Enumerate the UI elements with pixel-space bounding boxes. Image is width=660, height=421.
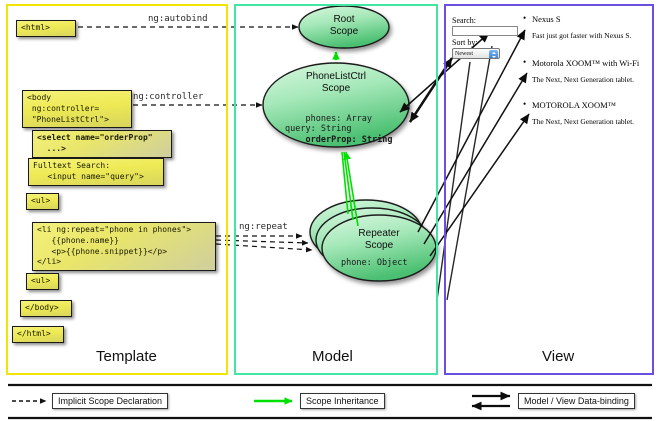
repeater-scope-title-line1: Repeater bbox=[358, 228, 400, 239]
ul-close-box: <ul> bbox=[26, 273, 59, 290]
edge-label-ng-repeat: ng:repeat bbox=[239, 222, 288, 232]
edge-label-ng-controller: ng:controller bbox=[133, 92, 204, 102]
repeater-scope-stack bbox=[309, 199, 437, 282]
ul-open-box: <ul> bbox=[26, 193, 59, 210]
root-scope-title-line1: Root bbox=[333, 14, 355, 25]
phone-snippet: Fast just got faster with Nexus S. bbox=[532, 31, 632, 40]
sort-select-value: Newest bbox=[455, 51, 473, 57]
body-box: <body ng:controller= "PhoneListCtrl"> bbox=[22, 90, 132, 129]
repeater-scope-title-line2: Scope bbox=[364, 239, 394, 251]
phonelistctrl-scope-title: PhoneListCtrl Scope bbox=[286, 71, 386, 94]
edge-scope-inheritance-repeater bbox=[341, 151, 359, 227]
panel-model bbox=[234, 4, 438, 375]
sort-select[interactable]: Newest bbox=[452, 48, 500, 59]
edge-ng-repeat bbox=[215, 233, 313, 253]
legend-separator bbox=[8, 383, 652, 420]
li-repeat-box: <li ng:repeat="phone in phones"> {{phone… bbox=[32, 222, 216, 272]
edge-binding-phone-2 bbox=[423, 72, 528, 245]
body-close-box: </body> bbox=[20, 300, 72, 317]
select-box: <select name="orderProp" ...> bbox=[32, 130, 172, 158]
phonelistctrl-scope-title-line2: Scope bbox=[321, 82, 351, 94]
phone-title: MOTOROLA XOOM™ bbox=[523, 99, 616, 110]
panel-label-view: View bbox=[542, 348, 575, 365]
edge-binding-phone-1 bbox=[417, 29, 526, 233]
phonelistctrl-scope-title-line1: PhoneListCtrl bbox=[305, 71, 367, 82]
legend-item-implicit-scope-declaration: Implicit Scope Declaration bbox=[52, 393, 169, 409]
phonelistctrl-scope-props-normal: phones: Array query: String bbox=[285, 113, 373, 135]
panel-label-model: Model bbox=[312, 348, 353, 365]
edge-label-ng-autobind: ng:autobind bbox=[148, 14, 208, 24]
phonelistctrl-scope-props-bold: orderProp: String bbox=[305, 134, 393, 145]
phone-title: Motorola XOOM™ with Wi-Fi bbox=[523, 57, 639, 68]
panel-label-template: Template bbox=[96, 348, 157, 365]
html-close-box: </html> bbox=[12, 326, 64, 343]
sort-label: Sort by: bbox=[452, 38, 478, 47]
panel-template bbox=[6, 4, 228, 375]
root-scope-ellipse bbox=[298, 5, 390, 49]
repeater-scope-title: Repeater Scope bbox=[339, 228, 419, 251]
panel-view bbox=[444, 4, 654, 375]
search-label: Search: bbox=[452, 16, 476, 25]
legend-glyph-double-arrow bbox=[471, 391, 511, 411]
root-scope-title-line2: Scope bbox=[329, 25, 359, 37]
phone-snippet: The Next, Next Generation tablet. bbox=[532, 75, 635, 84]
legend-item-model-view-data-binding: Model / View Data-binding bbox=[518, 393, 635, 409]
legend-item-scope-inheritance: Scope Inheritance bbox=[300, 393, 385, 409]
chevron-updown-icon bbox=[489, 50, 498, 58]
search-input[interactable] bbox=[452, 26, 518, 36]
phonelistctrl-scope-props: phones: Array query: String orderProp: S… bbox=[285, 103, 392, 156]
html-open-box: <html> bbox=[16, 20, 76, 37]
root-scope-title: Root Scope bbox=[314, 14, 374, 37]
phone-snippet: The Next, Next Generation tablet. bbox=[532, 117, 635, 126]
edge-binding-view-feedback bbox=[436, 45, 493, 301]
repeater-scope-props: phone: Object bbox=[341, 258, 408, 268]
phone-title: Nexus S bbox=[523, 13, 560, 24]
search-box: Fulltext Search: <input name="query"> bbox=[28, 158, 164, 186]
